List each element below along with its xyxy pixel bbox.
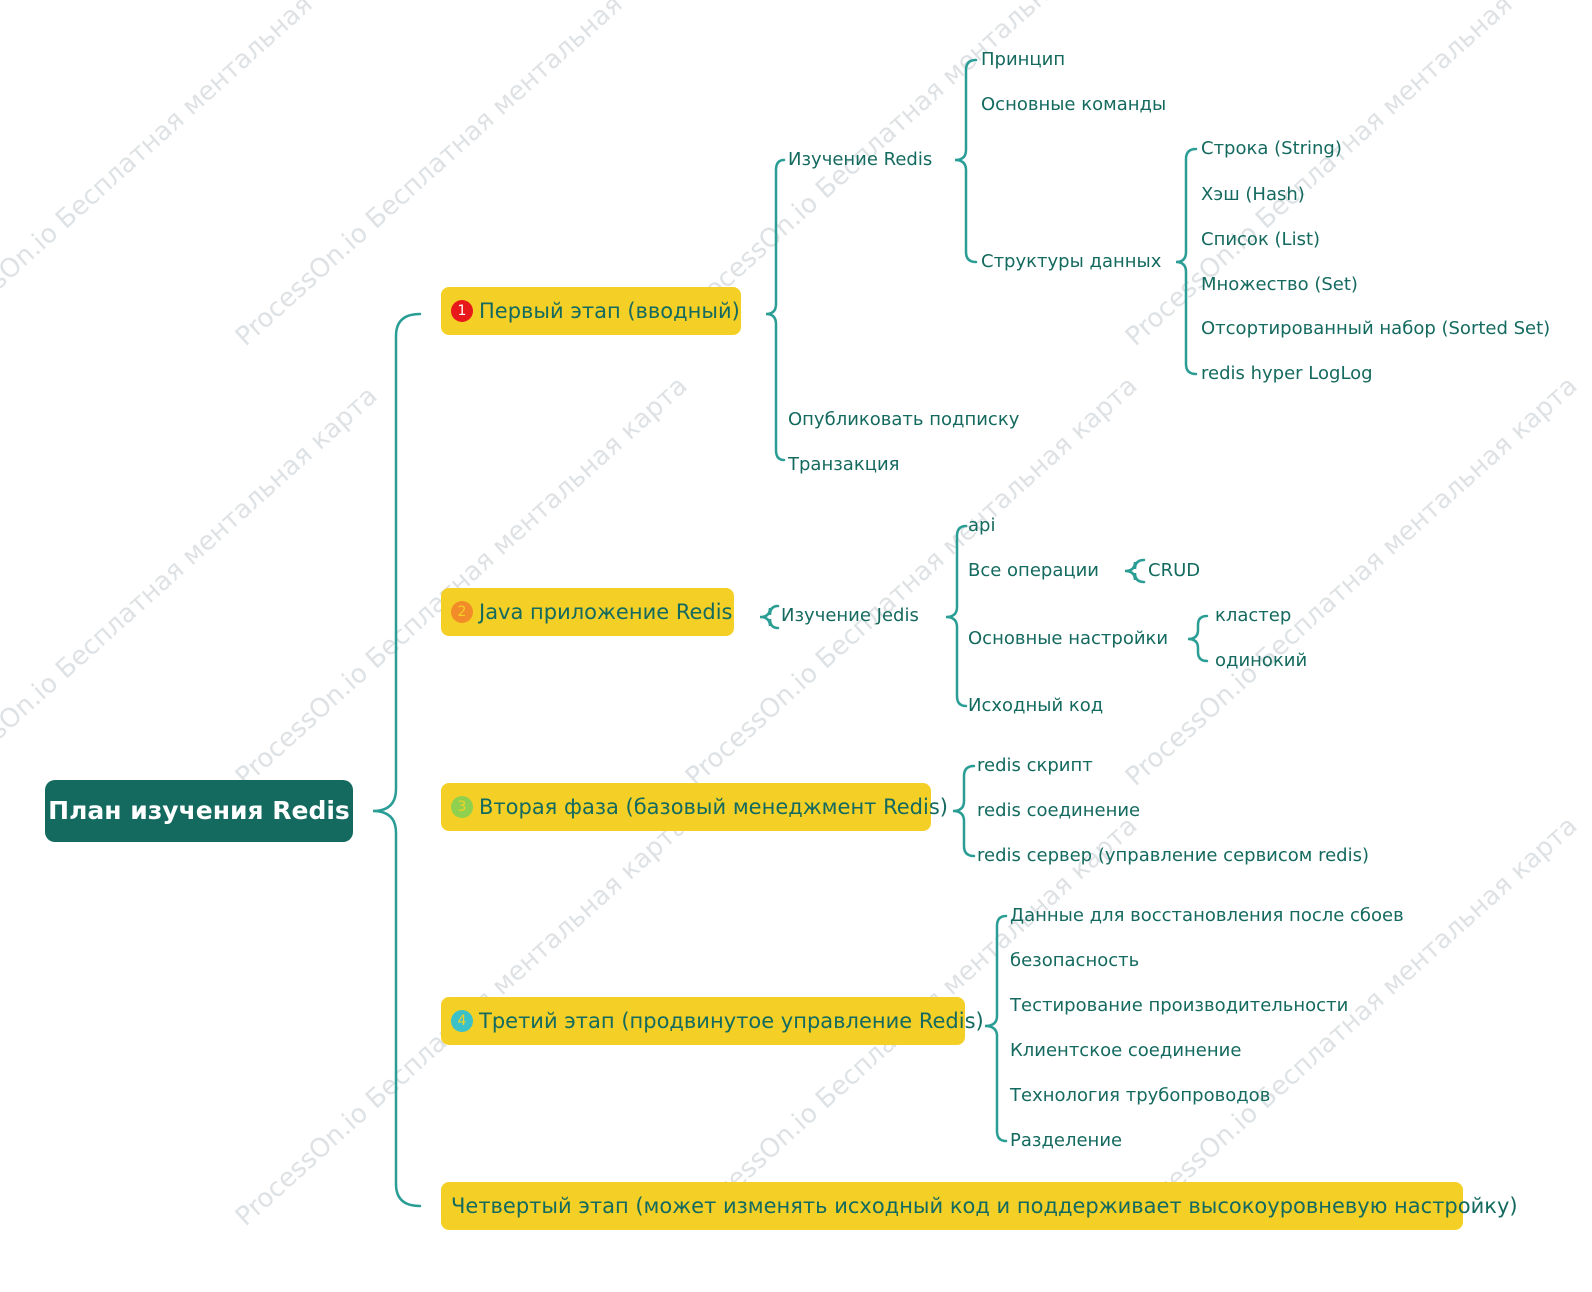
- node-pubsub[interactable]: Опубликовать подписку: [788, 409, 1020, 430]
- stage-2-node[interactable]: 2 Java приложение Redis: [441, 588, 734, 636]
- node-learn-redis[interactable]: Изучение Redis: [788, 149, 933, 170]
- node-type-hyperloglog[interactable]: redis hyper LogLog: [1201, 363, 1373, 384]
- node-perf-testing[interactable]: Тестирование производительности: [1010, 995, 1349, 1016]
- stage-1-number-badge: 1: [451, 299, 473, 322]
- node-type-string[interactable]: Строка (String): [1201, 138, 1342, 159]
- stage-1-label: Первый этап (вводный): [479, 299, 740, 323]
- stage-5-label: Четвертый этап (может изменять исходный …: [451, 1194, 1518, 1218]
- node-learn-jedis[interactable]: Изучение Jedis: [781, 605, 919, 626]
- node-type-set[interactable]: Множество (Set): [1201, 274, 1358, 295]
- node-type-list[interactable]: Список (List): [1201, 229, 1321, 250]
- root-node[interactable]: План изучения Redis: [45, 780, 353, 842]
- stage-3-number-badge: 3: [451, 795, 473, 818]
- bracket-learn-jedis: [945, 524, 968, 708]
- node-recovery-data[interactable]: Данные для восстановления после сбоев: [1010, 905, 1404, 926]
- stage-2-label: Java приложение Redis: [479, 600, 733, 624]
- stage-4-label: Третий этап (продвинутое управление Redi…: [479, 1009, 984, 1033]
- node-api[interactable]: api: [968, 515, 996, 536]
- node-crud[interactable]: CRUD: [1148, 560, 1201, 581]
- bracket-basic-config: [1187, 614, 1209, 663]
- bracket-stage-3: [952, 764, 976, 858]
- node-data-structures[interactable]: Структуры данных: [981, 251, 1162, 272]
- node-security[interactable]: безопасность: [1010, 950, 1140, 971]
- node-redis-connection[interactable]: redis соединение: [977, 800, 1141, 821]
- stage-1-node[interactable]: 1 Первый этап (вводный): [441, 287, 741, 335]
- node-client-connection[interactable]: Клиентское соединение: [1010, 1040, 1242, 1061]
- node-transaction[interactable]: Транзакция: [788, 454, 900, 475]
- node-source-code[interactable]: Исходный код: [968, 695, 1104, 716]
- stage-3-node[interactable]: 3 Вторая фаза (базовый менеджмент Redis): [441, 783, 948, 831]
- stage-2-number-badge: 2: [451, 600, 473, 623]
- node-type-hash[interactable]: Хэш (Hash): [1201, 184, 1305, 205]
- bracket-stage-4: [984, 914, 1008, 1143]
- bracket-all-operations: [1124, 558, 1146, 584]
- node-all-operations[interactable]: Все операции: [968, 560, 1100, 581]
- node-basic-config[interactable]: Основные настройки: [968, 628, 1169, 649]
- bracket-data-structures: [1175, 147, 1198, 376]
- bracket-stage-1: [765, 158, 786, 462]
- bracket-stage-2: [759, 604, 780, 630]
- node-type-sorted-set[interactable]: Отсортированный набор (Sorted Set): [1201, 318, 1551, 339]
- node-cluster[interactable]: кластер: [1215, 605, 1292, 626]
- node-basic-commands[interactable]: Основные команды: [981, 94, 1167, 115]
- stage-3-label: Вторая фаза (базовый менеджмент Redis): [479, 795, 948, 819]
- stage-4-node[interactable]: 4 Третий этап (продвинутое управление Red…: [441, 997, 984, 1045]
- bracket-root: [372, 312, 422, 1208]
- node-redis-script[interactable]: redis скрипт: [977, 755, 1093, 776]
- node-redis-server[interactable]: redis сервер (управление сервисом redis): [977, 845, 1370, 866]
- node-single[interactable]: одинокий: [1215, 650, 1308, 671]
- stage-5-node[interactable]: Четвертый этап (может изменять исходный …: [441, 1182, 1518, 1230]
- node-principle[interactable]: Принцип: [981, 49, 1066, 70]
- bracket-learn-redis: [954, 58, 978, 264]
- node-pipelines[interactable]: Технология трубопроводов: [1010, 1085, 1271, 1106]
- node-partitioning[interactable]: Разделение: [1010, 1130, 1123, 1151]
- stage-4-number-badge: 4: [451, 1009, 473, 1032]
